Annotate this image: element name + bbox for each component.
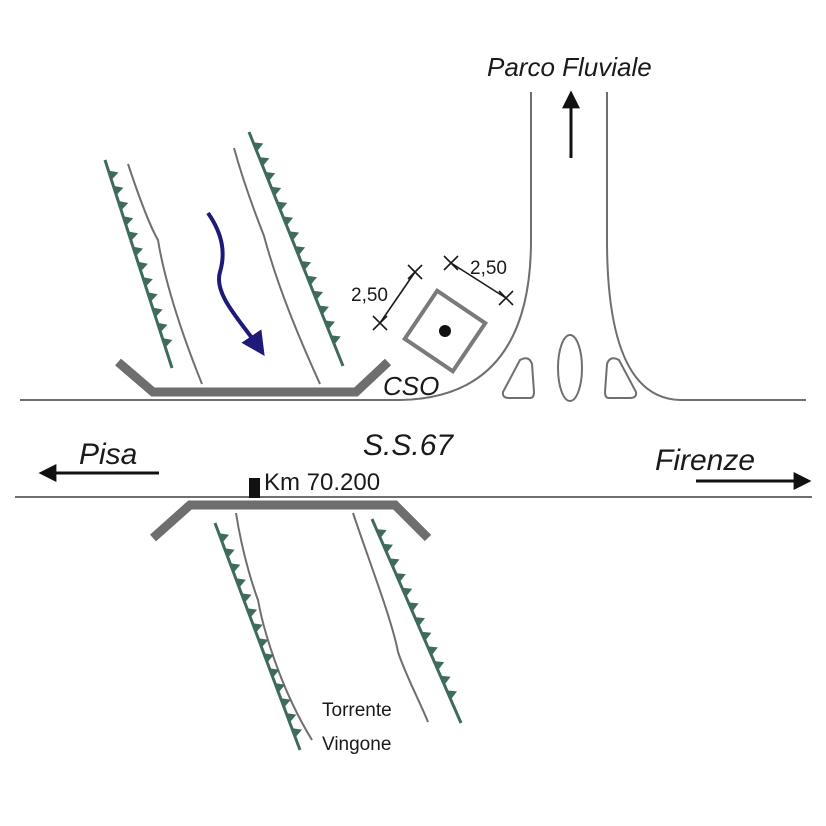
embankment-tooth <box>259 157 270 167</box>
river-north-west-bank <box>127 163 203 385</box>
embankment-tooth <box>389 558 400 568</box>
stream-name-line2: Vingone <box>322 734 391 755</box>
traffic-island-east <box>603 357 638 399</box>
embankment-tooth <box>300 261 311 271</box>
embankment-tooth <box>265 171 276 182</box>
embankment-tooth <box>288 231 300 241</box>
embankment-tooth <box>427 646 438 656</box>
embankment-tooth <box>286 713 297 723</box>
traffic-island-west <box>501 357 536 399</box>
dimension-line-b <box>450 262 507 299</box>
embankment-tooth <box>291 728 302 738</box>
embankment-tooth <box>252 623 263 633</box>
embankment-tooth <box>123 216 134 226</box>
embankment-tooth <box>395 573 406 583</box>
embankment-tooth <box>294 246 306 256</box>
embankment-tooth <box>162 338 173 348</box>
embankment-tooth <box>147 292 158 302</box>
embankment-tooth <box>275 683 286 693</box>
dimension-tick-b2 <box>498 290 514 306</box>
embankment-tooth <box>402 587 413 597</box>
embankment-north-west <box>103 159 174 369</box>
dimension-b-label: 2,50 <box>470 258 507 279</box>
embankment-tooth <box>421 631 432 641</box>
km-marker-label: Km 70.200 <box>264 469 380 496</box>
embankment-tooth <box>446 690 457 700</box>
bridge-south <box>150 500 432 542</box>
dimension-tick-b1 <box>443 255 459 271</box>
flow-direction-icon <box>206 211 265 356</box>
embankment-tooth <box>137 261 148 272</box>
embankment-south-west <box>213 522 302 751</box>
embankment-tooth <box>312 290 323 300</box>
embankment-tooth <box>128 231 139 241</box>
km-marker-post <box>249 478 260 498</box>
embankment-tooth <box>241 593 252 603</box>
embankment-tooth <box>277 201 288 211</box>
side-road-west-edge <box>399 92 532 401</box>
embankment-tooth <box>113 185 124 196</box>
river-south-west-bank <box>235 512 313 741</box>
embankment-tooth <box>376 529 387 539</box>
embankment-tooth <box>157 322 168 333</box>
embankment-tooth <box>318 305 329 315</box>
embankment-tooth <box>218 533 229 543</box>
embankment-tooth <box>235 578 246 588</box>
embankment-north-east <box>247 131 345 367</box>
embankment-tooth <box>280 698 291 708</box>
embankment-tooth <box>440 675 451 685</box>
embankment-tooth <box>324 320 335 330</box>
embankment-tooth <box>118 200 129 211</box>
side-road-east-edge <box>606 92 681 401</box>
embankment-tooth <box>132 246 143 257</box>
embankment-tooth <box>224 548 235 558</box>
embankment-tooth <box>408 602 419 612</box>
river-north-east-bank <box>233 147 321 385</box>
embankment-tooth <box>152 307 163 318</box>
east-destination-label: Firenze <box>655 444 755 477</box>
embankment-tooth <box>269 668 280 678</box>
embankment-tooth <box>282 216 294 226</box>
embankment-tooth <box>330 335 341 345</box>
embankment-tooth <box>263 653 274 663</box>
embankment-tooth <box>258 638 269 648</box>
bridge-north <box>115 358 392 397</box>
dimension-tick-a1 <box>407 264 423 280</box>
stream-name-line1: Torrente <box>322 700 392 721</box>
embankment-tooth <box>108 170 119 180</box>
embankment-tooth <box>382 543 393 553</box>
embankment-tooth <box>230 563 241 573</box>
embankment-tooth <box>271 186 282 196</box>
embankment-tooth <box>246 608 258 618</box>
embankment-tooth <box>434 661 445 671</box>
embankment-tooth <box>414 617 425 627</box>
embankments <box>103 131 463 751</box>
dimension-line-a <box>379 271 416 324</box>
dimension-a-label: 2,50 <box>351 285 388 306</box>
embankment-tooth <box>142 277 153 287</box>
dimension-tick-a2 <box>372 315 388 331</box>
embankment-tooth <box>306 275 317 286</box>
north-destination-label: Parco Fluviale <box>487 52 652 82</box>
cso-label: CSO <box>383 371 439 401</box>
river-south-east-bank <box>352 512 429 723</box>
road-label: S.S.67 <box>363 429 454 462</box>
cso-structure <box>401 287 489 375</box>
traffic-island-centre <box>557 334 583 402</box>
embankment-south-east <box>370 518 463 724</box>
embankment-tooth <box>253 142 264 152</box>
west-destination-label: Pisa <box>79 438 137 471</box>
